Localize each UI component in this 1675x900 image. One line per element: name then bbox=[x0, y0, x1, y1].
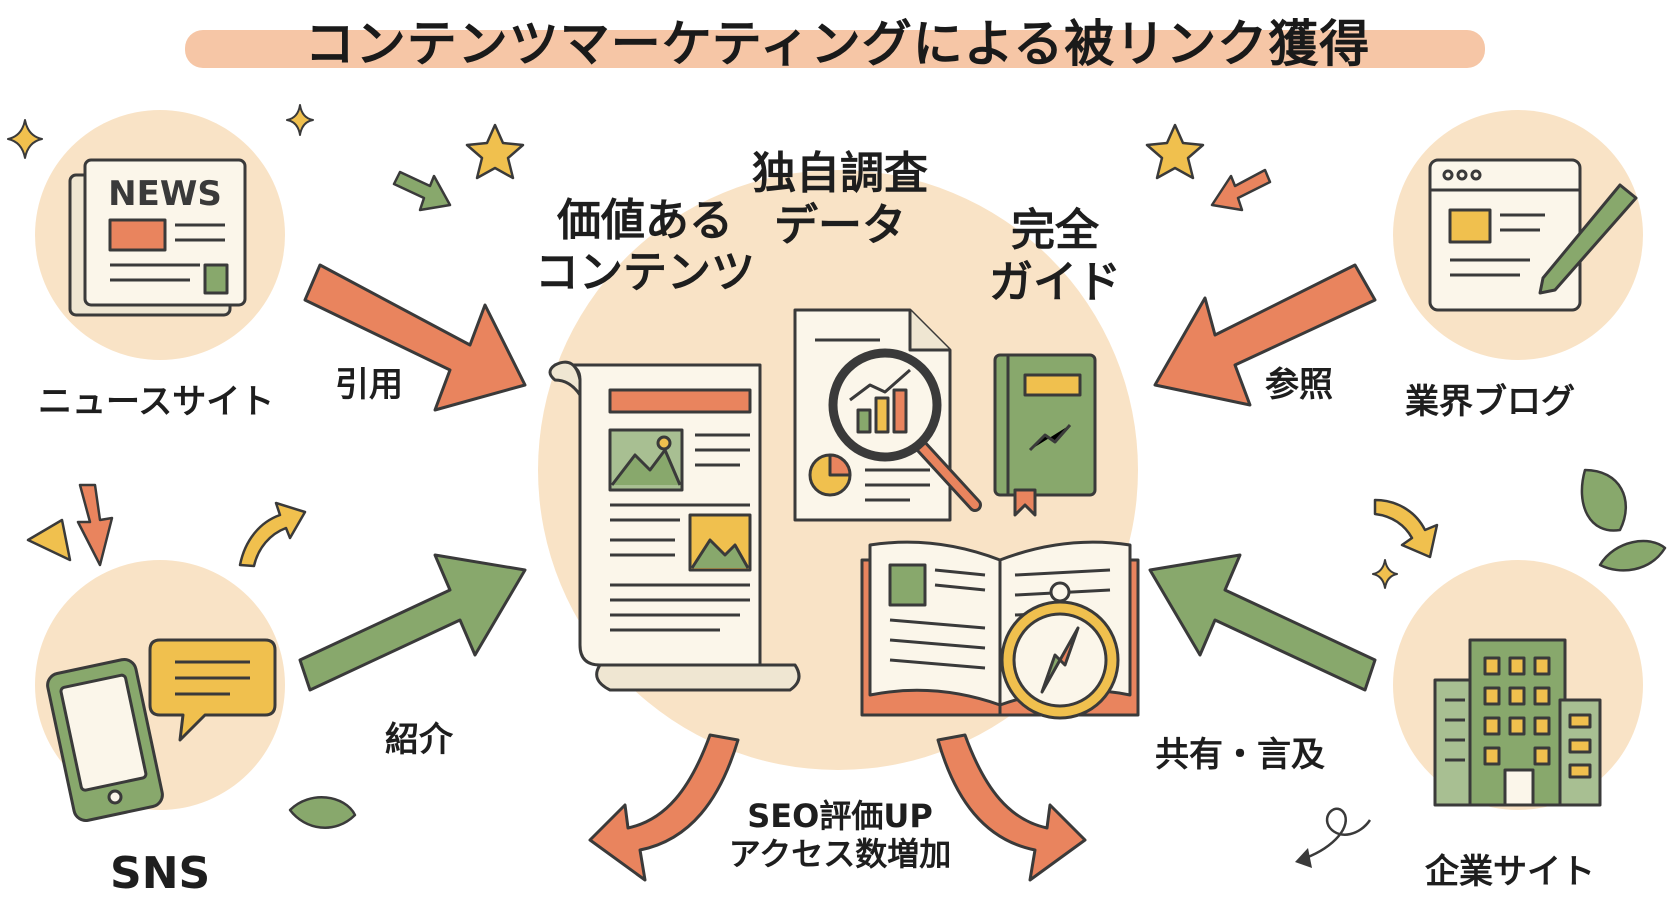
browser-pencil-icon bbox=[1428, 158, 1638, 312]
title-highlight bbox=[185, 30, 1485, 68]
smartphone-chat-icon bbox=[46, 638, 277, 822]
small-arrow-top-left bbox=[392, 170, 452, 212]
label-complete-guide: 完全 ガイド bbox=[985, 205, 1125, 309]
original-research-line-2: データ bbox=[774, 199, 906, 251]
outcome-seo: SEO評価UP bbox=[747, 797, 933, 835]
label-corporate-site: 企業サイト bbox=[1425, 852, 1595, 892]
building-icon bbox=[1433, 638, 1602, 807]
outcome-traffic: アクセス数増加 bbox=[728, 834, 952, 873]
triangle-deco-left bbox=[26, 518, 72, 562]
label-news-site: ニュースサイト bbox=[38, 382, 275, 422]
news-icon-text: NEWS bbox=[108, 174, 222, 214]
original-research-line-1: 独自調査 bbox=[752, 148, 928, 199]
arrow-outcome-left bbox=[588, 733, 740, 882]
newspaper-icon: NEWS bbox=[68, 158, 247, 317]
small-arrow-left-down bbox=[76, 483, 114, 567]
arrow-news-to-center bbox=[303, 263, 527, 412]
scroll-document-icon bbox=[548, 360, 801, 692]
label-reference: 参照 bbox=[1265, 365, 1333, 405]
page-title: コンテンツマーケティングによる被リンク獲得 bbox=[304, 15, 1371, 73]
sparkle-icon bbox=[7, 104, 1398, 589]
arrow-sns-to-center bbox=[298, 553, 527, 692]
label-share-mention: 共有・言及 bbox=[1155, 735, 1325, 775]
squiggle-icon bbox=[1299, 807, 1372, 862]
label-outcomes: SEO評価UP アクセス数増加 bbox=[690, 797, 990, 874]
squiggle-arrowhead bbox=[1295, 848, 1312, 868]
small-arrow-left-curve bbox=[238, 501, 307, 568]
label-industry-blog: 業界ブログ bbox=[1405, 382, 1575, 422]
small-arrow-top-right bbox=[1210, 168, 1272, 212]
arrow-outcome-right bbox=[936, 733, 1087, 882]
label-original-research: 独自調査 データ bbox=[735, 148, 945, 252]
research-report-icon bbox=[793, 308, 982, 522]
label-sns: SNS bbox=[110, 848, 211, 899]
valuable-content-line-1: 価値ある bbox=[557, 195, 733, 246]
guide-book-icon bbox=[993, 353, 1097, 517]
valuable-content-line-2: コンテンツ bbox=[535, 246, 755, 298]
label-valuable-content: 価値ある コンテンツ bbox=[520, 195, 770, 299]
leaf-icon bbox=[288, 468, 1667, 829]
star-icon bbox=[465, 123, 1205, 180]
label-quote: 引用 bbox=[335, 365, 403, 405]
arrow-corporate-to-center bbox=[1148, 553, 1377, 692]
label-introduce: 紹介 bbox=[385, 720, 453, 760]
small-arrow-right-curve bbox=[1373, 498, 1439, 559]
open-book-compass-icon bbox=[860, 540, 1140, 720]
complete-guide-line-1: 完全 bbox=[1011, 205, 1099, 256]
complete-guide-line-2: ガイド bbox=[989, 256, 1121, 308]
arrow-blog-to-center bbox=[1153, 263, 1377, 407]
